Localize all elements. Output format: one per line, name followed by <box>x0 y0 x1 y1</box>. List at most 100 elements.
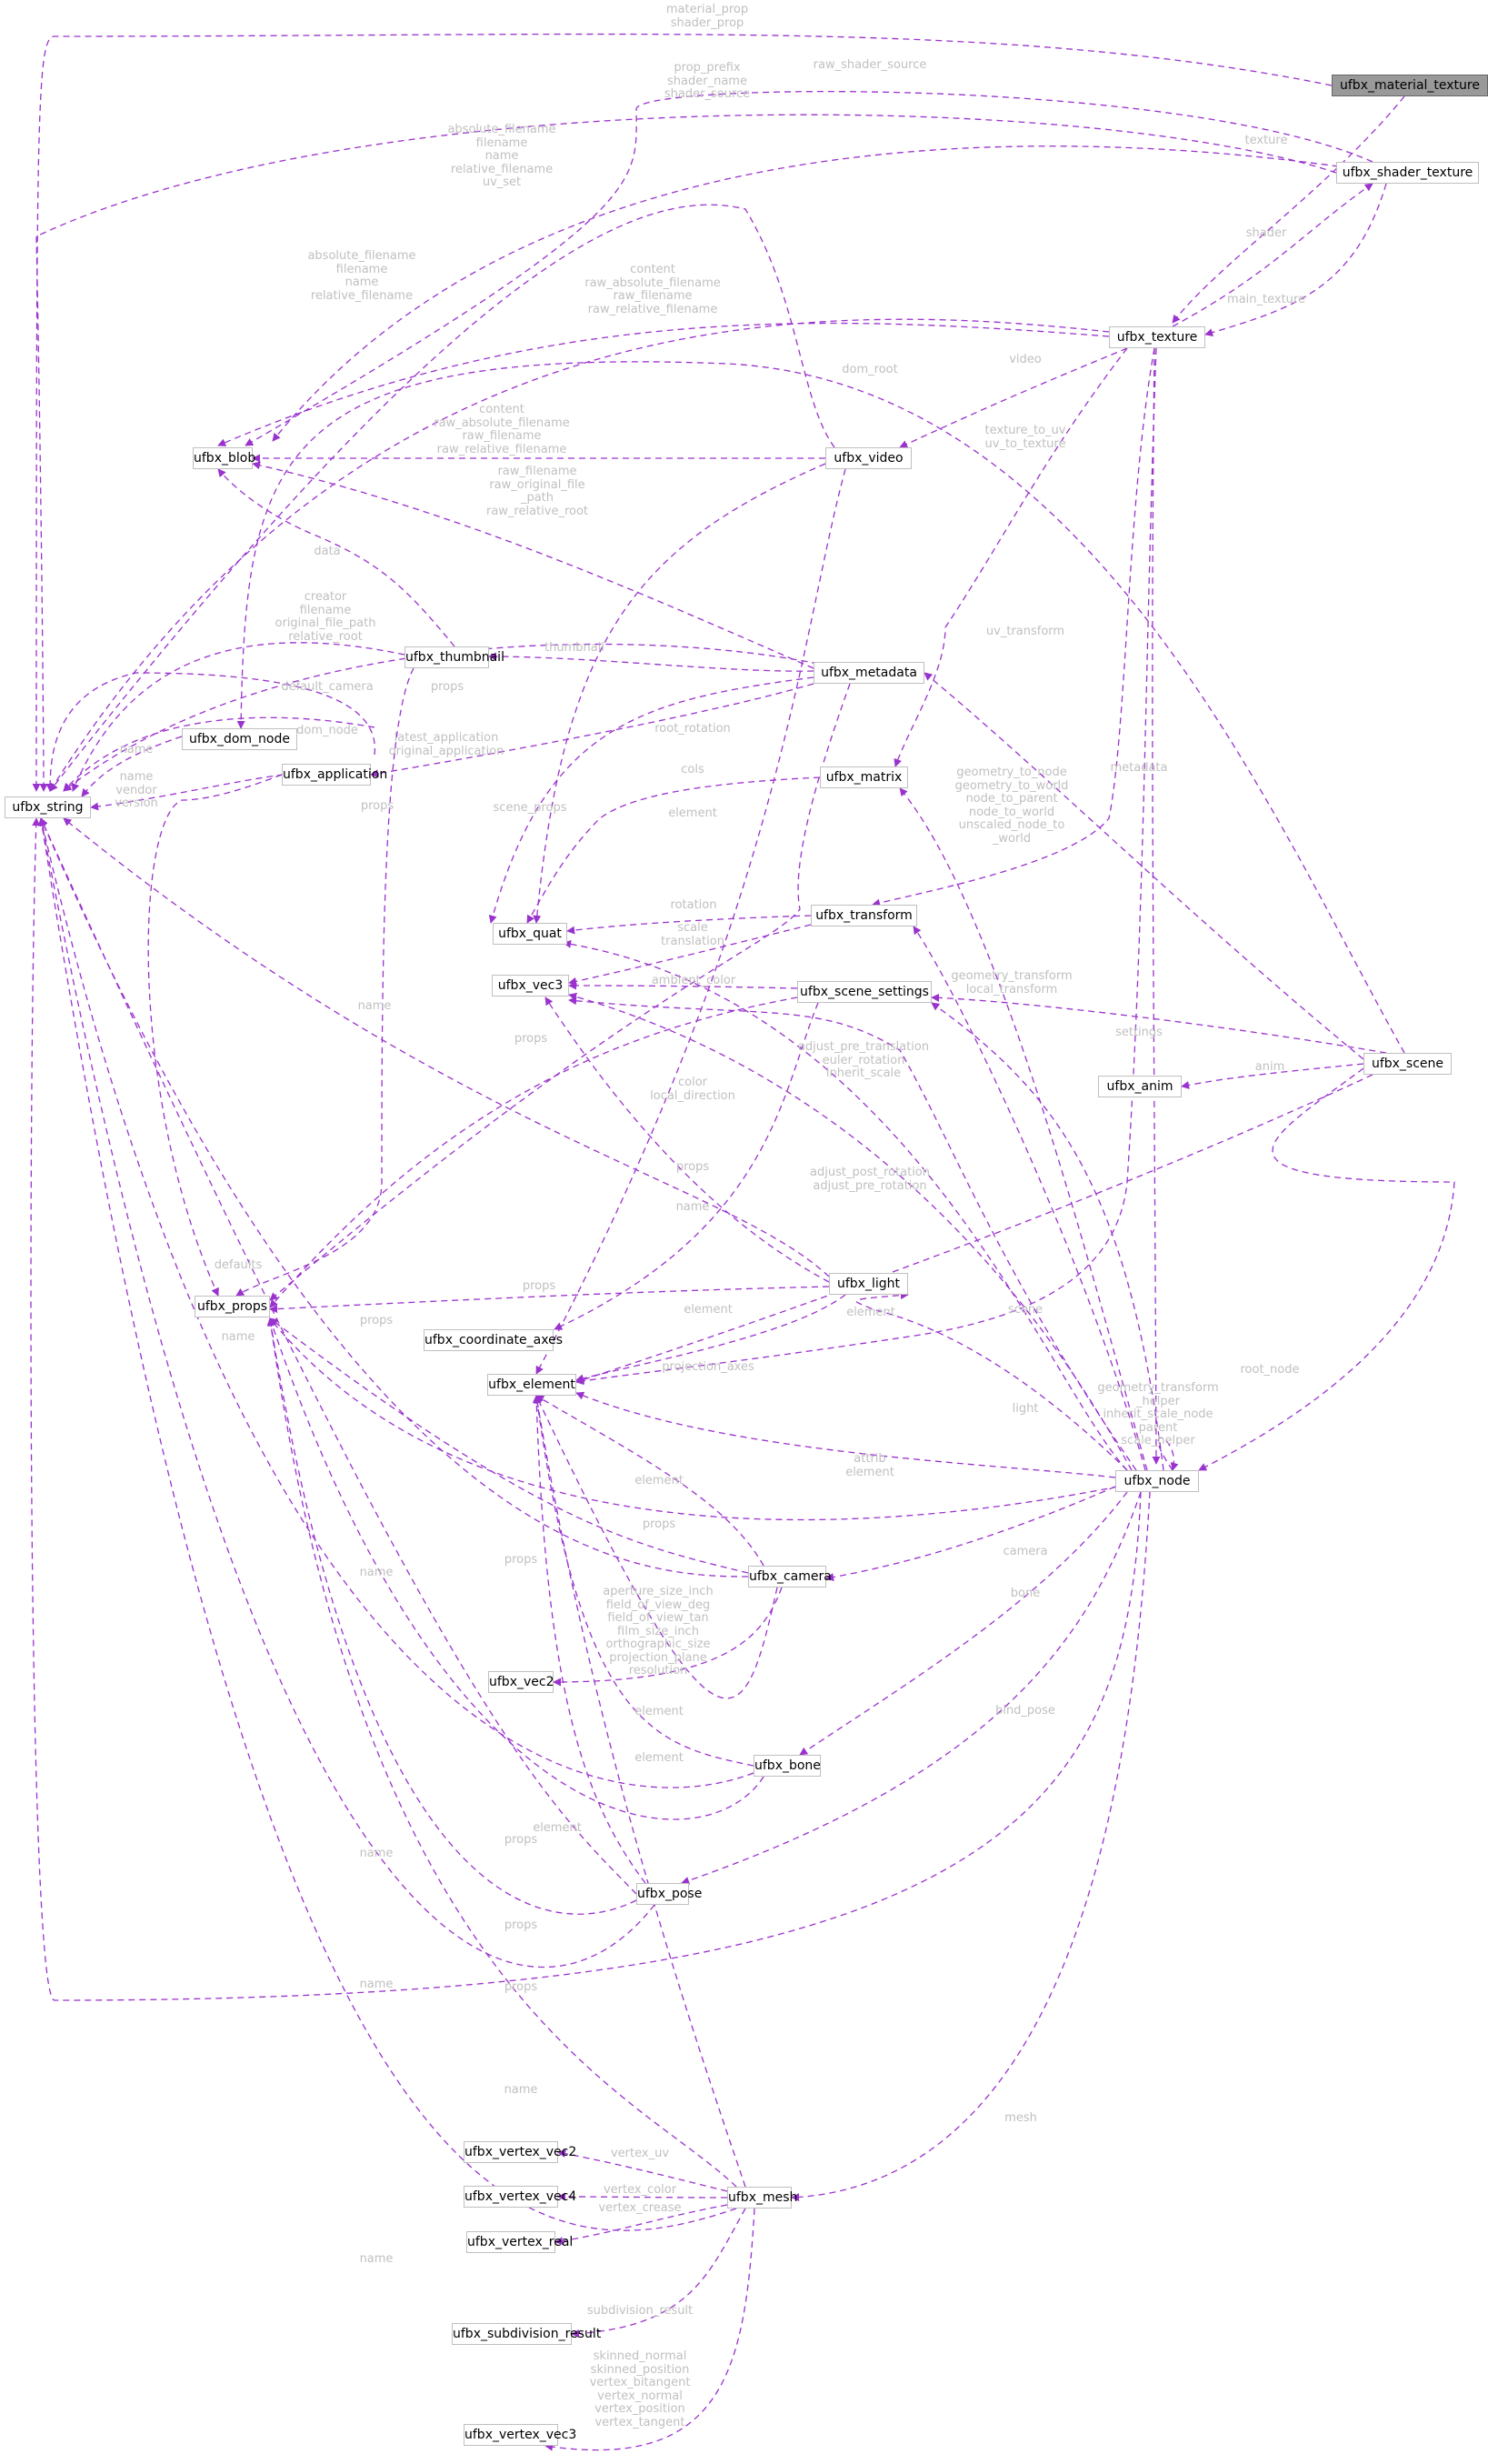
node-ufbx-element[interactable]: ufbx_element <box>487 1374 576 1396</box>
edge-label: props <box>359 1314 394 1327</box>
node-ufbx-metadata[interactable]: ufbx_metadata <box>814 662 924 684</box>
node-ufbx-scene[interactable]: ufbx_scene <box>1363 1053 1452 1075</box>
edge-line <box>90 774 285 811</box>
edge-line <box>38 817 655 1968</box>
edge-label: color local_direction <box>650 1076 735 1103</box>
edge-label: scene_props <box>493 801 567 815</box>
node-ufbx-camera[interactable]: ufbx_camera <box>748 1566 832 1588</box>
node-ufbx-vertex-real[interactable]: ufbx_vertex_real <box>466 2231 573 2253</box>
edge-label: adjust_post_rotation adjust_pre_rotation <box>810 1166 930 1193</box>
edge-label: root_node <box>1240 1363 1300 1377</box>
node-ufbx-mesh[interactable]: ufbx_mesh <box>727 2187 797 2209</box>
edge-line <box>563 939 1128 1471</box>
edge-line <box>568 992 1133 1471</box>
edge-label: absolute_filename filename name relative… <box>447 123 556 189</box>
node-ufbx-texture[interactable]: ufbx_texture <box>1109 326 1205 348</box>
node-ufbx-scene-settings[interactable]: ufbx_scene_settings <box>797 981 932 1003</box>
edge-line <box>1172 183 1373 327</box>
edge-label: thumbnail <box>544 641 604 655</box>
edge-label: name <box>675 1200 710 1214</box>
node-ufbx-vec3[interactable]: ufbx_vec3 <box>492 975 569 997</box>
node-ufbx-vec2[interactable]: ufbx_vec2 <box>488 1671 554 1693</box>
node-ufbx-anim[interactable]: ufbx_anim <box>1098 1076 1182 1097</box>
edge-line <box>894 347 1128 767</box>
edge-label: scale translation <box>661 921 724 948</box>
node-ufbx-light[interactable]: ufbx_light <box>829 1273 908 1295</box>
node-ufbx-props[interactable]: ufbx_props <box>195 1296 270 1317</box>
edge-line <box>899 787 1148 1471</box>
node-ufbx-vertex-vec4[interactable]: ufbx_vertex_vec4 <box>464 2186 576 2208</box>
edge-line <box>533 1395 746 2188</box>
node-ufbx-pose[interactable]: ufbx_pose <box>636 1883 702 1905</box>
edge-label: dom_root <box>842 363 898 376</box>
node-ufbx-application[interactable]: ufbx_application <box>282 764 387 786</box>
edge-line <box>269 683 851 1301</box>
edge-line <box>217 322 1110 446</box>
edge-line <box>268 1317 764 1820</box>
edge-line <box>63 817 830 1277</box>
node-ufbx-vertex-vec3[interactable]: ufbx_vertex_vec3 <box>464 2424 576 2446</box>
edge-line <box>913 926 1146 1471</box>
edge-line <box>855 1291 1128 1471</box>
edge-label: subdivision_result <box>586 2304 694 2318</box>
edge-line <box>532 1395 646 1884</box>
node-ufbx-shader-texture[interactable]: ufbx_shader_texture <box>1336 162 1479 184</box>
edge-label: root_rotation <box>654 722 731 736</box>
edge-label: rotation <box>670 898 717 912</box>
edge-label: props <box>504 1918 538 1932</box>
edge-label: vertex_color <box>603 2183 677 2197</box>
edge-label: anim <box>1254 1060 1285 1074</box>
edge-label: settings <box>1115 1026 1163 1039</box>
node-ufbx-bone[interactable]: ufbx_bone <box>754 1755 821 1777</box>
edge-line <box>924 672 1364 1060</box>
edge-label: prop_prefix shader_name shader_source <box>664 61 751 101</box>
edge-label: props <box>504 1833 538 1847</box>
node-ufbx-blob[interactable]: ufbx_blob <box>193 447 255 469</box>
edge-line <box>71 642 405 792</box>
node-ufbx-transform[interactable]: ufbx_transform <box>811 905 917 927</box>
node-ufbx-node[interactable]: ufbx_node <box>1115 1470 1199 1492</box>
edge-label: props <box>504 1980 538 1994</box>
node-ufbx-coordinate-axes[interactable]: ufbx_coordinate_axes <box>424 1329 563 1351</box>
edge-label: mesh <box>1004 2111 1037 2125</box>
edge-label: skinned_normal skinned_position vertex_b… <box>589 2349 691 2429</box>
edge-label: defaults <box>214 1258 263 1272</box>
edge-line <box>557 2192 728 2201</box>
edge-label: name <box>359 1566 394 1579</box>
node-ufbx-video[interactable]: ufbx_video <box>825 447 912 469</box>
edge-line <box>575 1391 1116 1478</box>
edge-label: uv_transform <box>985 625 1065 638</box>
edge-label: props <box>514 1032 548 1046</box>
node-ufbx-vertex-vec2[interactable]: ufbx_vertex_vec2 <box>464 2141 576 2163</box>
edge-label: vertex_crease <box>598 2201 682 2215</box>
node-ufbx-subdivision-result[interactable]: ufbx_subdivision_result <box>452 2323 601 2345</box>
edge-label: name <box>357 999 392 1013</box>
edge-line <box>37 817 737 2231</box>
edge-label: light <box>1012 1402 1039 1416</box>
node-ufbx-thumbnail[interactable]: ufbx_thumbnail <box>404 646 504 668</box>
edge-line <box>575 1294 846 1383</box>
edge-label: metadata <box>1110 761 1168 775</box>
edge-line <box>535 468 846 1375</box>
node-ufbx-dom-node[interactable]: ufbx_dom_node <box>182 728 297 750</box>
edge-line <box>217 468 455 647</box>
edge-label: adjust_pre_translation euler_rotation in… <box>797 1040 930 1080</box>
node-ufbx-quat[interactable]: ufbx_quat <box>493 923 567 945</box>
node-ufbx-matrix[interactable]: ufbx_matrix <box>820 766 908 788</box>
edge-label: scene <box>1007 1303 1044 1317</box>
edge-label: bind_pose <box>995 1704 1055 1718</box>
edge-label: default_camera <box>281 680 374 694</box>
edge-line <box>269 1317 749 1574</box>
edge-line <box>1152 347 1161 1465</box>
edge-label: element <box>846 1306 895 1319</box>
edge-label: video <box>1009 353 1042 366</box>
edge-label: content raw_absolute_filename raw_filena… <box>584 263 721 316</box>
edge-line <box>571 2208 746 2339</box>
edge-label: props <box>522 1279 556 1293</box>
edge-label: texture_to_uv uv_to_texture <box>984 424 1066 451</box>
edge-line <box>370 683 814 778</box>
node-ufbx-string[interactable]: ufbx_string <box>5 796 91 818</box>
edge-label: raw_filename raw_original_file _path raw… <box>485 465 589 518</box>
